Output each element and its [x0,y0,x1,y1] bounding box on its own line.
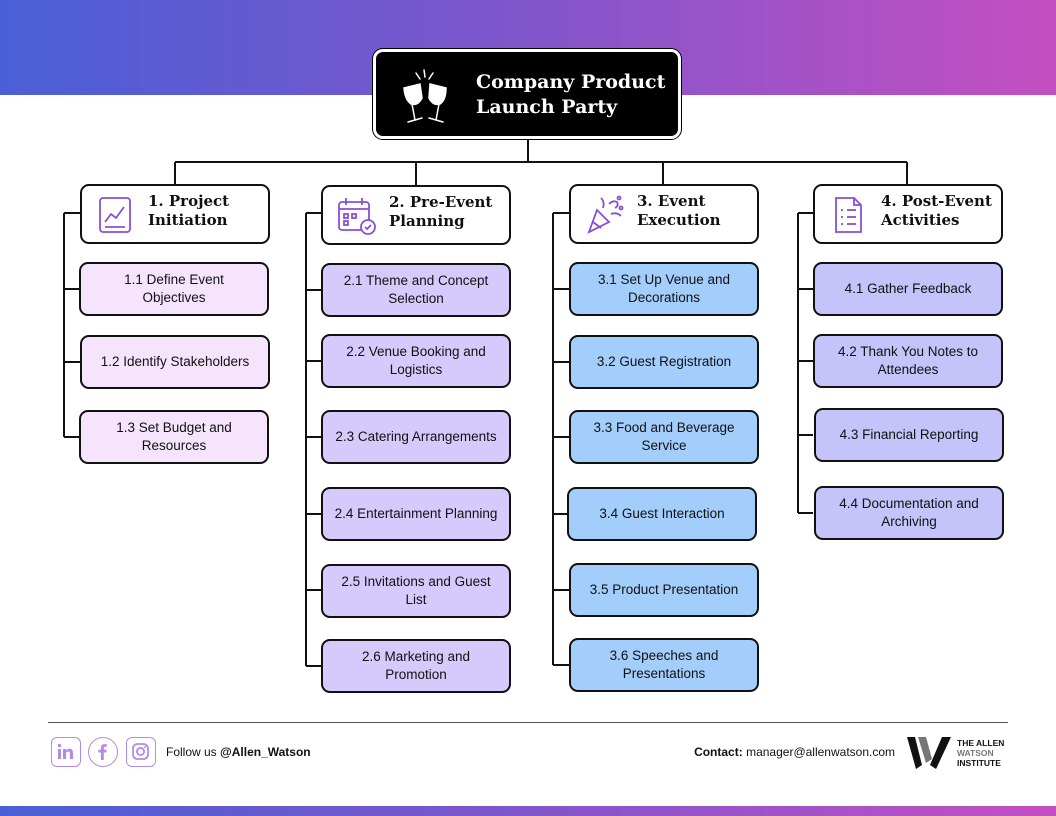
task-2-3: 2.3 Catering Arrangements [321,410,511,464]
chart-report-icon [99,197,131,233]
champagne-glasses-icon [403,69,447,123]
task-3-4: 3.4 Guest Interaction [567,487,757,541]
task-4-3: 4.3 Financial Reporting [814,408,1004,462]
logo-line-2: WATSON [957,748,994,758]
social-handle[interactable]: @Allen_Watson [220,745,311,759]
instagram-icon[interactable] [126,737,156,767]
task-1-3: 1.3 Set Budget and Resources [79,410,269,464]
task-2-5: 2.5 Invitations and Guest List [321,564,511,618]
linkedin-icon[interactable] [51,737,81,767]
phase-3-title: 3. Event Execution [637,192,721,229]
institute-logo-text: THE ALLEN WATSON INSTITUTE [957,738,1004,768]
phase-3-header: 3. Event Execution [569,184,759,244]
party-popper-icon [587,195,624,234]
task-2-4: 2.4 Entertainment Planning [321,487,511,541]
task-3-5: 3.5 Product Presentation [569,563,759,617]
task-1-2: 1.2 Identify Stakeholders [80,335,270,389]
root-title: Company Product Launch Party [476,71,666,118]
footer-gradient-band [0,806,1056,816]
contact-email[interactable]: manager@allenwatson.com [746,745,895,759]
task-4-4: 4.4 Documentation and Archiving [814,486,1004,540]
facebook-icon[interactable] [88,737,118,767]
phase-4-title: 4. Post-Event Activities [881,192,992,229]
task-2-1: 2.1 Theme and Concept Selection [321,263,511,317]
institute-logo-icon [907,737,951,769]
task-3-1: 3.1 Set Up Venue and Decorations [569,262,759,316]
contact-label: Contact: [694,745,743,759]
phase-1-title: 1. Project Initiation [148,192,230,229]
calendar-check-icon [338,198,376,235]
task-2-6: 2.6 Marketing and Promotion [321,639,511,693]
task-3-3: 3.3 Food and Beverage Service [569,410,759,464]
task-1-1: 1.1 Define Event Objectives [79,262,269,316]
root-node: Company Product Launch Party [373,49,681,139]
task-3-6: 3.6 Speeches and Presentations [569,638,759,692]
phase-4-header: 4. Post-Event Activities [813,184,1003,244]
phase-2-header: 2. Pre-Event Planning [321,185,511,245]
task-2-2: 2.2 Venue Booking and Logistics [321,334,511,388]
task-4-2: 4.2 Thank You Notes to Attendees [813,334,1003,388]
phase-2-title: 2. Pre-Event Planning [389,193,493,230]
follow-prefix: Follow us [166,745,221,759]
footer-divider [48,722,1008,723]
task-3-2: 3.2 Guest Registration [569,335,759,389]
task-4-1: 4.1 Gather Feedback [813,262,1003,316]
phase-1-header: 1. Project Initiation [80,184,270,244]
checklist-document-icon [835,197,862,233]
logo-line-3: INSTITUTE [957,758,1001,768]
logo-line-1: THE ALLEN [957,738,1005,748]
contact-info: Contact: manager@allenwatson.com [694,745,895,759]
follow-us-text: Follow us @Allen_Watson [166,745,311,759]
